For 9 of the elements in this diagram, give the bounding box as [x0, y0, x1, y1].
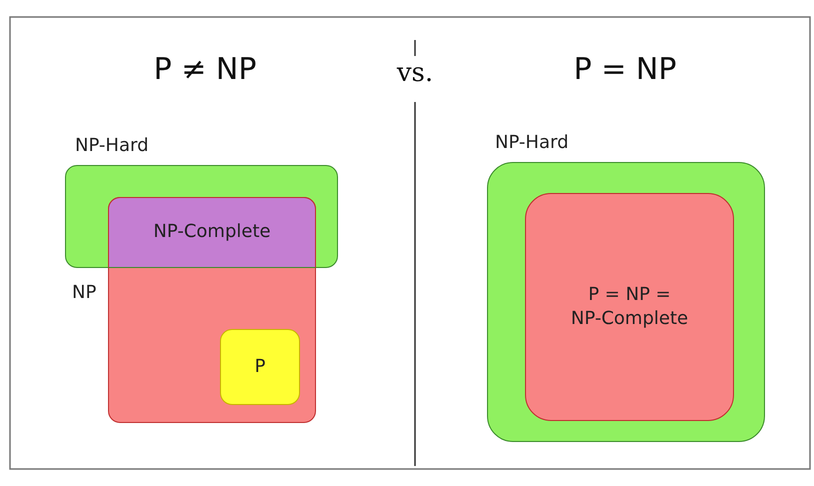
heading: P ≠ NP: [154, 52, 256, 87]
set-label: P: [254, 354, 266, 379]
set-label: NP-Hard: [75, 135, 148, 156]
set-label: NP-Complete: [153, 220, 271, 244]
set-label: NP-Hard: [495, 132, 568, 153]
versus-label: vs.: [396, 58, 434, 88]
set-label: P = NP = NP-Complete: [570, 282, 688, 331]
heading: P = NP: [574, 52, 676, 87]
set-label: NP: [72, 282, 96, 303]
